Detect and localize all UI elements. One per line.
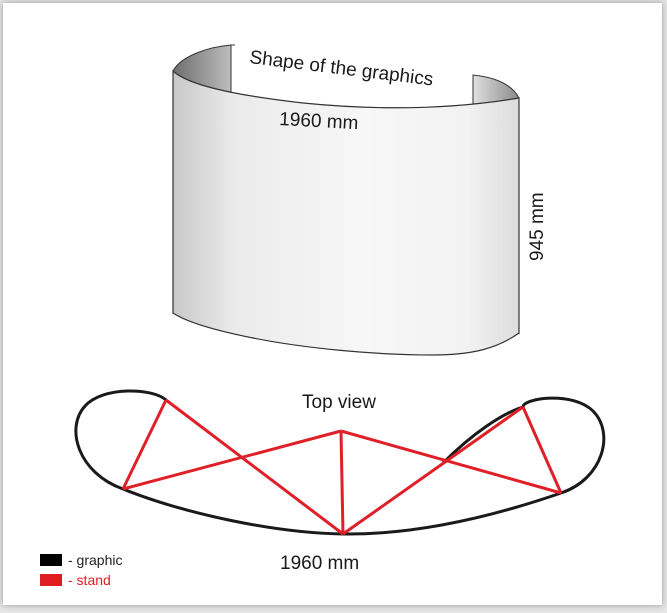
graphic-swatch xyxy=(40,554,62,566)
panel-height-label: 945 mm xyxy=(527,192,548,261)
diagram-canvas: Shape of the graphics 1960 mm 945 mm Top… xyxy=(74,44,606,574)
stand-strut-3 xyxy=(122,429,342,491)
top-view-graphic-outline xyxy=(74,389,606,536)
stand-strut-6 xyxy=(342,405,524,536)
legend-label-graphic: - graphic xyxy=(68,552,123,568)
legend-item-stand: - stand xyxy=(40,570,122,590)
legend: - graphic - stand xyxy=(40,550,122,590)
panel-width-label: 1960 mm xyxy=(279,109,359,134)
stand-swatch xyxy=(40,574,62,586)
stand-strut-1 xyxy=(121,399,168,490)
curved-panel-3d xyxy=(172,44,520,356)
diagram-frame: Shape of the graphics 1960 mm 945 mm Top… xyxy=(3,3,662,605)
stand-strut-4 xyxy=(339,430,345,535)
top-view-label: Top view xyxy=(302,392,376,413)
top-view-stand xyxy=(121,398,563,536)
panel-front-face xyxy=(172,69,520,356)
stand-strut-5 xyxy=(340,429,562,495)
shape-title: Shape of the graphics xyxy=(248,47,434,90)
stand-strut-7 xyxy=(521,406,563,494)
legend-item-graphic: - graphic xyxy=(40,550,122,570)
stand-strut-2 xyxy=(165,398,344,536)
top-view-width-label: 1960 mm xyxy=(280,553,359,574)
legend-label-stand: - stand xyxy=(68,572,111,588)
